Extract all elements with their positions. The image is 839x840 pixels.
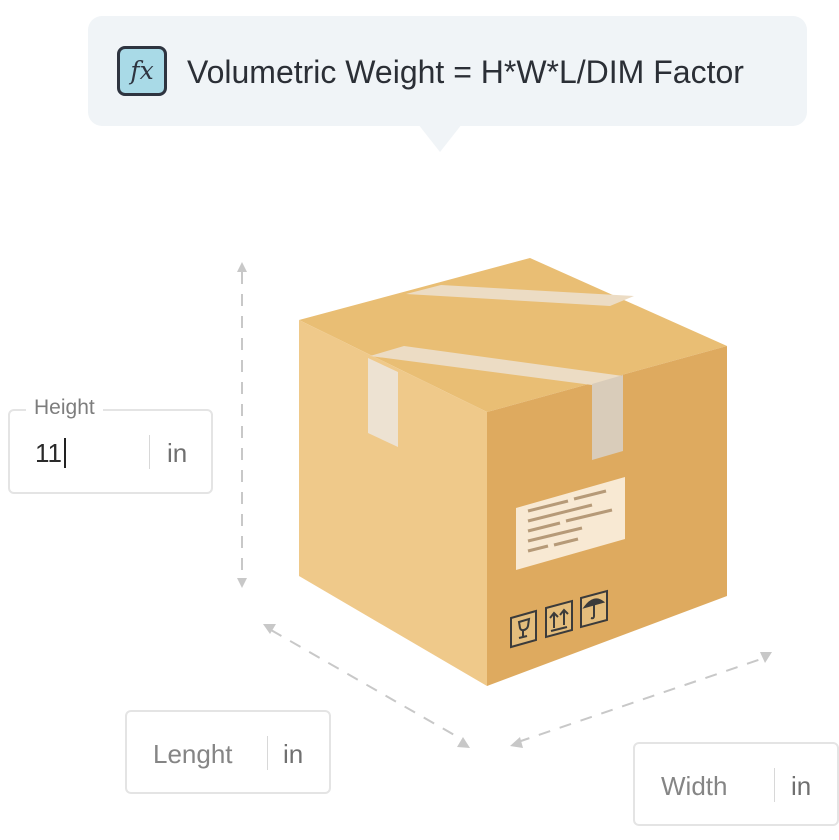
- height-arrow-bottom-icon: [237, 578, 247, 588]
- function-fx-icon: fx: [117, 46, 167, 96]
- length-input[interactable]: Lenght in: [125, 710, 331, 794]
- length-placeholder[interactable]: Lenght: [153, 739, 233, 769]
- length-unit: in: [283, 739, 304, 769]
- box-tape-main: [370, 346, 623, 385]
- formula-tooltip: [88, 16, 807, 126]
- length-dimension-line: [270, 629, 464, 741]
- width-unit: in: [791, 771, 812, 801]
- box-tape-left-flap: [368, 358, 398, 447]
- height-label: Height: [26, 395, 103, 421]
- width-input[interactable]: Width in: [633, 742, 839, 826]
- unit-divider: [149, 435, 150, 469]
- width-arrow-start-icon: [510, 737, 523, 748]
- formula-text: Volumetric Weight = H*W*L/DIM Factor: [187, 54, 744, 90]
- box-tape-cross: [406, 285, 634, 306]
- width-dimension-line: [517, 657, 765, 743]
- height-input[interactable]: Height 11 in: [8, 395, 213, 496]
- text-cursor: [64, 438, 66, 469]
- shipping-label-lines: [527, 489, 613, 553]
- height-unit: in: [167, 438, 188, 468]
- length-arrow-start-icon: [263, 624, 276, 634]
- box-top-face: [299, 258, 727, 412]
- unit-divider: [774, 768, 775, 802]
- unit-divider: [267, 736, 268, 770]
- box-left-face: [299, 320, 487, 686]
- fragile-glass-icon: [510, 609, 537, 649]
- length-arrow-end-icon: [457, 737, 470, 748]
- keep-dry-umbrella-icon: [580, 589, 608, 629]
- width-placeholder[interactable]: Width: [661, 771, 728, 801]
- width-arrow-end-icon: [760, 652, 772, 663]
- height-value[interactable]: 11: [35, 411, 66, 496]
- box-tape-right-flap: [592, 375, 623, 460]
- formula-tooltip-pointer: [418, 124, 462, 152]
- height-arrow-top-icon: [237, 262, 247, 272]
- this-side-up-arrows-icon: [545, 599, 573, 639]
